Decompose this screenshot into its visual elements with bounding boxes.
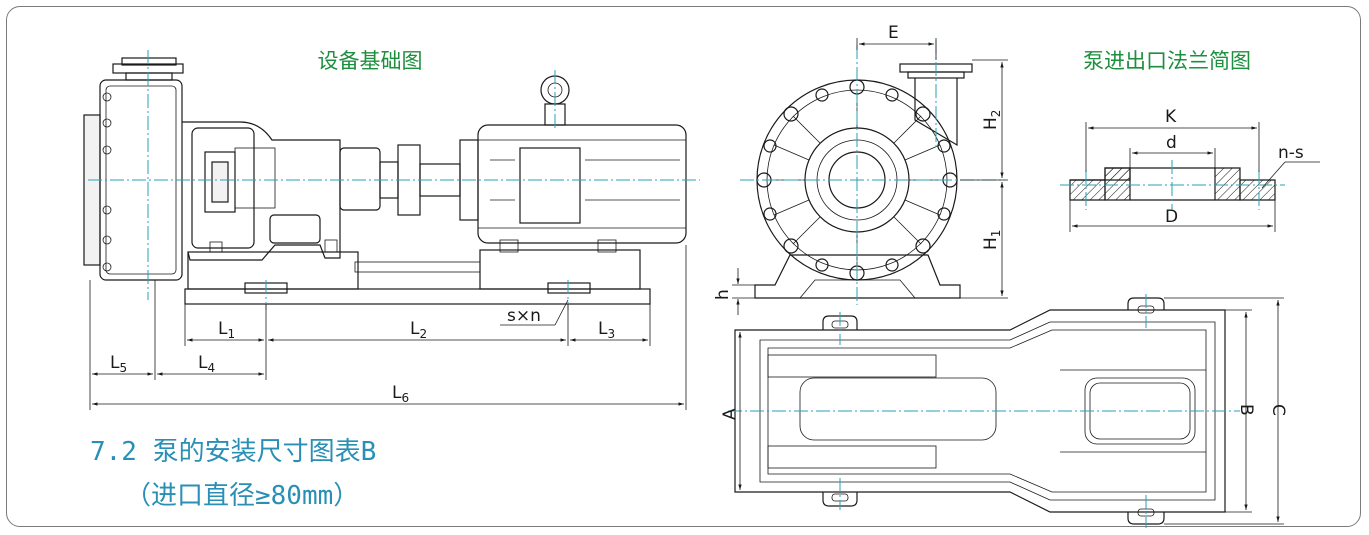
dim-K: K xyxy=(1165,107,1177,127)
dim-L4: L4 xyxy=(198,353,215,375)
base-plate xyxy=(184,288,651,305)
flange-section: K d D n-s xyxy=(1060,107,1320,232)
dim-h: h xyxy=(713,289,733,300)
dim-L5: L5 xyxy=(110,353,127,375)
foundation-title: 设备基础图 xyxy=(318,49,423,73)
dim-B: B xyxy=(1236,404,1256,416)
side-view-dimensions: L1 L2 L3 L4 L5 L6 s×n xyxy=(89,245,687,410)
pump-side-view xyxy=(83,50,700,310)
front-view-dimensions: E H2 H1 h xyxy=(713,23,1008,315)
dim-H2: H2 xyxy=(981,110,1003,130)
diagram-frame xyxy=(6,6,1361,527)
dim-L2: L2 xyxy=(410,319,427,341)
dim-E: E xyxy=(888,23,899,43)
pump-foot xyxy=(754,254,961,299)
bearing-bracket xyxy=(182,121,341,261)
dim-L3: L3 xyxy=(598,319,615,341)
motor xyxy=(477,124,687,244)
section-title: 7.2 泵的安装尺寸图表B xyxy=(90,437,376,467)
dim-H1: H1 xyxy=(981,230,1003,250)
dim-n-s: n-s xyxy=(1278,143,1304,163)
dim-A: A xyxy=(720,408,740,420)
dim-D: D xyxy=(1165,207,1178,227)
flange-title: 泵进出口法兰简图 xyxy=(1083,49,1251,73)
dim-C: C xyxy=(1268,404,1288,416)
pump-front-view xyxy=(740,40,1005,305)
top-view-dimensions: A B C xyxy=(720,297,1288,525)
dim-L1: L1 xyxy=(218,319,235,341)
dim-sxn: s×n xyxy=(507,306,541,326)
dim-d: d xyxy=(1166,133,1177,153)
dim-L6: L6 xyxy=(392,383,409,405)
inlet-flange xyxy=(83,114,101,266)
base-top-view xyxy=(728,294,1240,528)
diameter-note: （进口直径≥80mm） xyxy=(125,481,359,511)
